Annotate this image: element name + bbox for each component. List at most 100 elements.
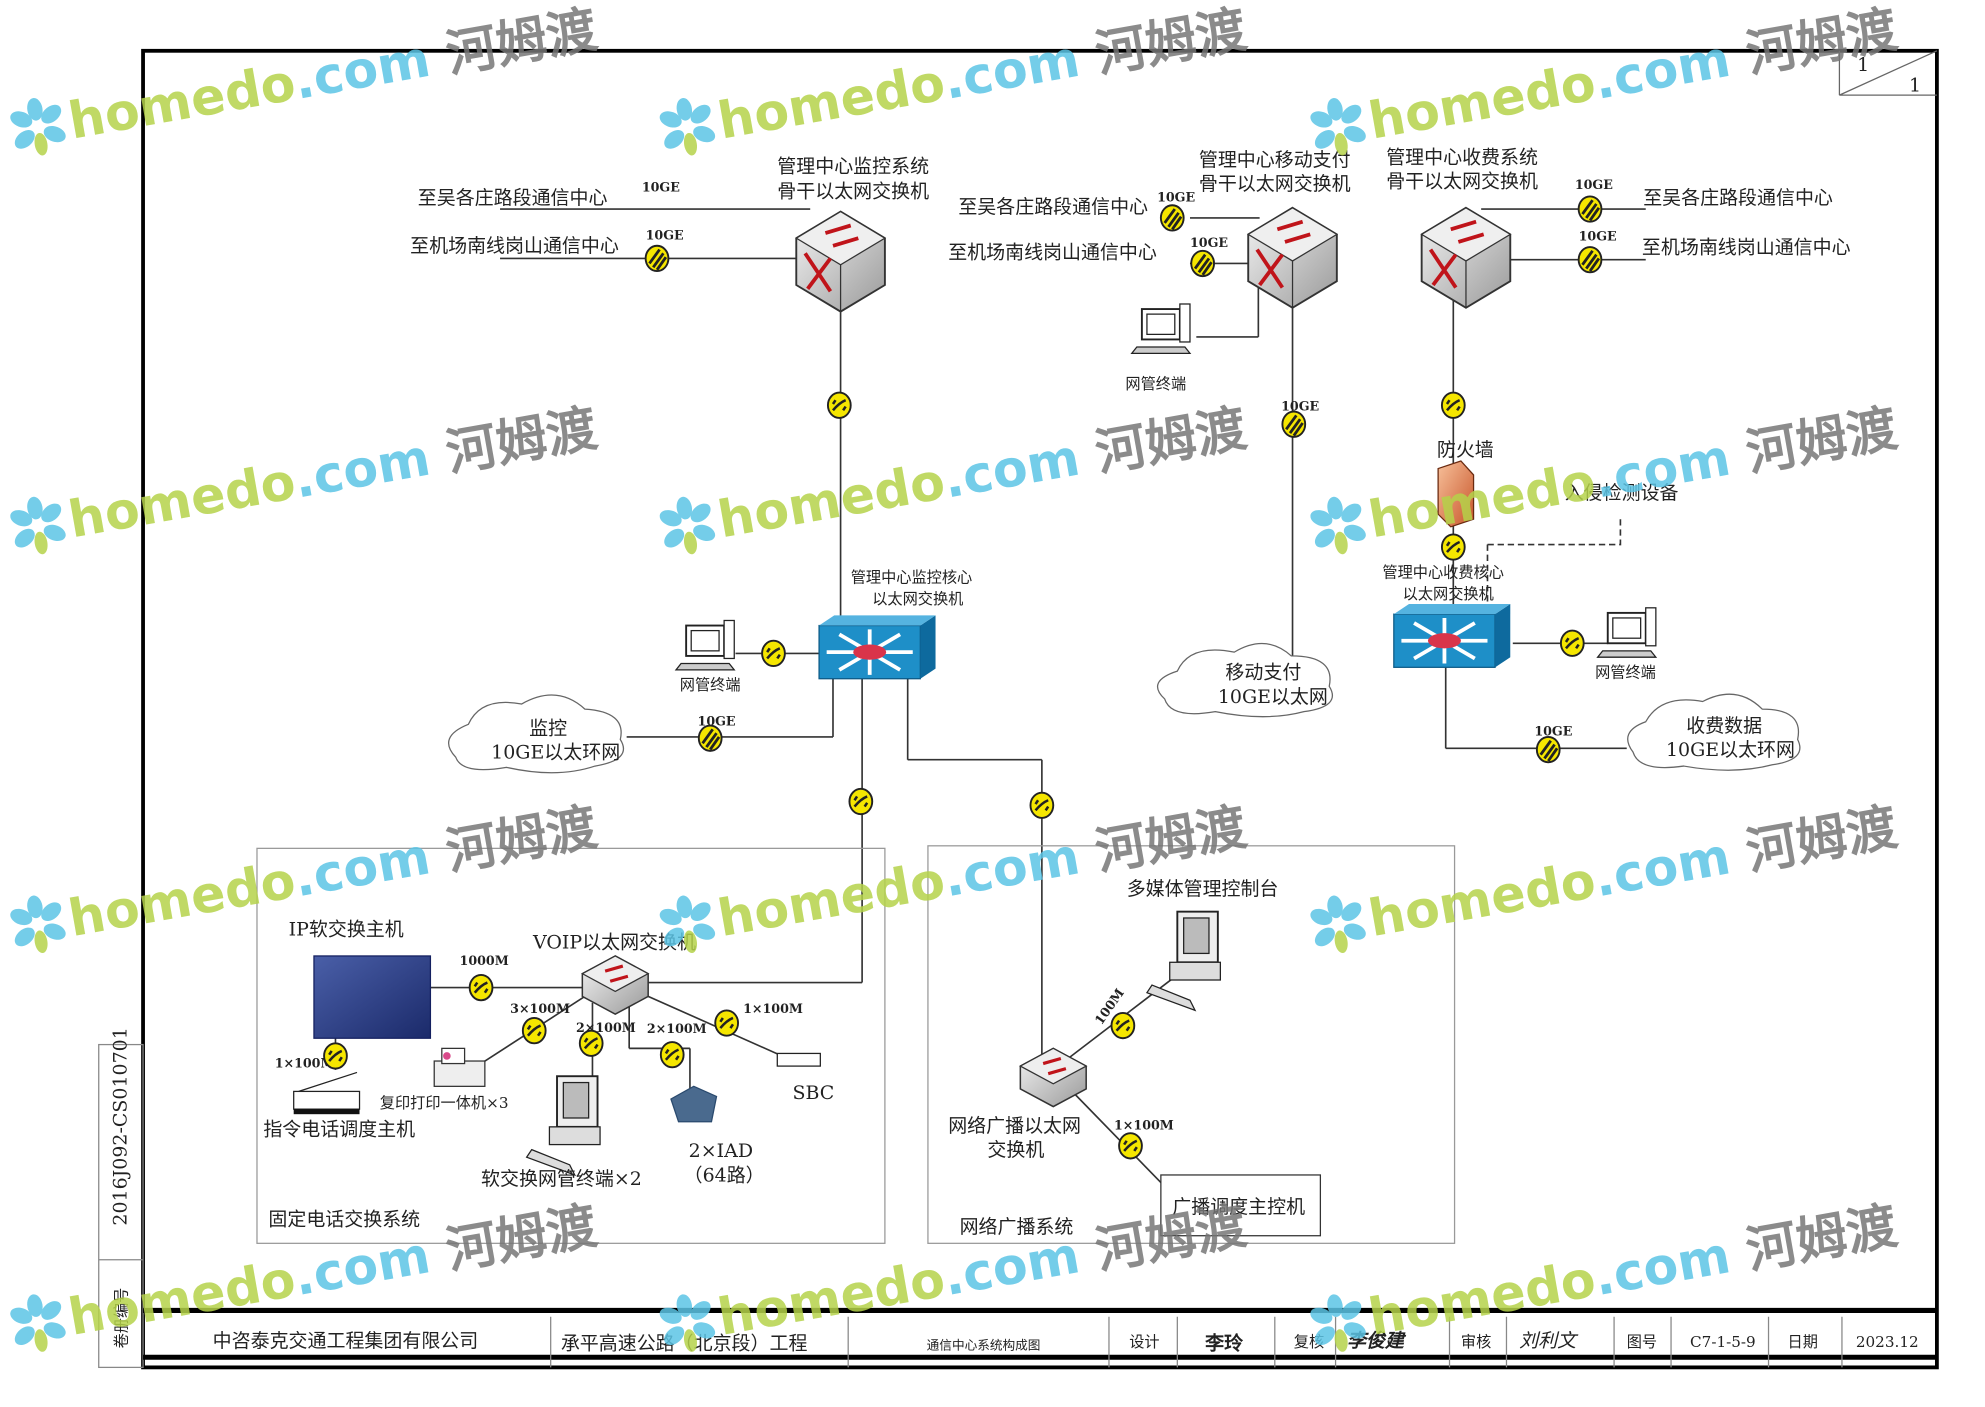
port-10ge-icon	[1577, 194, 1603, 224]
monitor-core-switch[interactable]: 管理中心监控核心 以太网交换机	[817, 569, 973, 681]
voip-switch-label: VOIP以太网交换机	[532, 931, 696, 953]
voip-switch[interactable]: VOIP以太网交换机	[532, 931, 696, 1016]
firewall[interactable]: 防火墙	[1437, 439, 1494, 528]
cloud-label-2: 10GE以太网	[1218, 686, 1328, 708]
company-name: 中咨泰克交通工程集团有限公司	[213, 1330, 479, 1352]
nms-terminal-label: 网管终端	[680, 676, 741, 694]
group-fixed-phone-label: 固定电话交换系统	[268, 1209, 420, 1231]
monitor-core-label-2: 以太网交换机	[872, 590, 963, 608]
iad-label-1: 2×IAD	[689, 1140, 753, 1162]
ip-softswitch-host[interactable]: IP软交换主机	[289, 919, 432, 1039]
printer-icon	[433, 1060, 486, 1087]
cloud-mobile-payment: 移动支付 10GE以太网	[1156, 642, 1334, 718]
watermark: homedo.com 河姆渡	[4, 0, 602, 161]
firewall-label: 防火墙	[1437, 439, 1494, 461]
monitor-backbone-switch[interactable]: 管理中心监控系统 骨干以太网交换机	[777, 155, 929, 314]
iad[interactable]: 2×IAD （64路）	[670, 1085, 765, 1186]
monitor-backbone-label-1: 管理中心监控系统	[777, 155, 929, 177]
ids-label: 入侵检测设备	[1565, 482, 1679, 504]
group-fixed-phone	[256, 847, 886, 1244]
port-icon	[659, 1040, 685, 1069]
workstation-icon	[525, 1075, 602, 1176]
toll-core-switch[interactable]: 管理中心收费核心 以太网交换机	[1382, 563, 1513, 670]
toll-backbone-switch[interactable]: 管理中心收费系统 骨干以太网交换机	[1386, 146, 1538, 310]
link-label: 3×100M	[510, 1001, 570, 1016]
firewall-icon	[1437, 460, 1475, 528]
port-icon	[848, 787, 874, 816]
mobile-backbone-switch[interactable]: 管理中心移动支付 骨干以太网交换机	[1199, 149, 1351, 310]
watermark: homedo.com 河姆渡	[653, 0, 1251, 161]
watermark: homedo.com 河姆渡	[653, 398, 1251, 560]
port-icon	[322, 1042, 349, 1070]
dispatch-host[interactable]: 指令电话调度主机	[263, 1071, 415, 1141]
core-switch-icon	[1391, 602, 1513, 670]
computer-icon	[1596, 606, 1657, 659]
monitor-backbone-label-2: 骨干以太网交换机	[777, 181, 929, 203]
port-icon	[578, 1029, 604, 1058]
cloud-label-1: 移动支付	[1225, 662, 1301, 684]
nms-terminal-monitor[interactable]: 网管终端	[675, 619, 741, 694]
sbc[interactable]: SBC	[776, 1052, 834, 1104]
port-icon	[1440, 391, 1466, 420]
printer-label: 复印打印一体机×3	[380, 1094, 509, 1112]
dest-wugezhuang-2: 至吴各庄路段通信中心	[958, 196, 1148, 218]
core-switch-icon	[817, 613, 938, 681]
watermark: homedo.com 河姆渡	[4, 398, 602, 560]
port-icon	[1559, 629, 1585, 658]
dispatch-device-icon	[293, 1090, 361, 1110]
nms-terminal-toll[interactable]: 网管终端	[1595, 606, 1657, 682]
nms-terminal-label: 网管终端	[1595, 663, 1656, 681]
broadcast-master-box	[1160, 1174, 1322, 1237]
printer[interactable]: 复印打印一体机×3	[380, 1047, 509, 1112]
volume-number: 2016J092-CS010701	[110, 1027, 132, 1225]
multimedia-console-label: 多媒体管理控制台	[1127, 878, 1279, 900]
link-label: 2×100M	[647, 1021, 707, 1036]
broadcast-switch[interactable]: 网络广播以太网 交换机	[948, 1046, 1088, 1161]
watermark-text: homedo.com 河姆渡	[1364, 0, 1902, 151]
switch-icon	[1246, 205, 1339, 310]
port-10ge-icon	[697, 724, 723, 753]
link-label: 10GE	[1579, 229, 1617, 244]
page-total: 1	[1909, 74, 1921, 96]
approve-signature: 刘利文	[1519, 1330, 1579, 1352]
nms-terminal-mobile[interactable]: 网管终端	[1125, 303, 1191, 393]
page-current: 1	[1857, 54, 1869, 76]
broadcast-master[interactable]: 广播调度主控机	[1160, 1174, 1322, 1237]
watermark-flower-icon	[1304, 491, 1372, 560]
ip-softswitch-label: IP软交换主机	[289, 919, 404, 941]
port-10ge-icon	[1535, 735, 1562, 764]
dest-airport-1: 至机场南线岗山通信中心	[410, 235, 619, 257]
multimedia-console[interactable]: 多媒体管理控制台	[1127, 878, 1279, 1012]
computer-icon	[675, 619, 736, 671]
port-icon	[760, 639, 787, 668]
dest-wugezhuang-1: 至吴各庄路段通信中心	[418, 187, 608, 209]
link-label: 1000M	[460, 953, 509, 968]
link-label: 10GE	[1575, 177, 1613, 192]
link-label: 10GE	[1534, 724, 1572, 739]
dest-wugezhuang-3: 至吴各庄路段通信中心	[1643, 187, 1833, 209]
dispatch-host-label: 指令电话调度主机	[263, 1119, 415, 1141]
nms-terminal-label: 网管终端	[1125, 375, 1186, 393]
softswitch-terminal-label: 软交换网管终端×2	[481, 1168, 642, 1190]
dest-airport-2: 至机场南线岗山通信中心	[948, 241, 1157, 263]
watermark-flower-icon	[4, 1289, 72, 1357]
watermark-text: homedo.com 河姆渡	[713, 0, 1251, 151]
port-icon	[1110, 1011, 1136, 1040]
monitor-core-label-1: 管理中心监控核心	[851, 569, 973, 587]
link-label: 1×100M	[743, 1001, 803, 1016]
sbc-label: SBC	[792, 1082, 834, 1104]
link-label: 10GE	[1157, 189, 1195, 204]
watermark-flower-icon	[4, 491, 72, 560]
port-icon	[1117, 1131, 1144, 1160]
watermark-flower-icon	[1304, 890, 1372, 958]
cloud-label-1: 监控	[529, 717, 567, 739]
port-10ge-icon	[1189, 249, 1216, 278]
group-broadcast-label: 网络广播系统	[960, 1216, 1074, 1238]
link-label: 10GE	[1190, 235, 1228, 250]
cloud-label-2: 10GE以太环网	[1666, 739, 1795, 761]
link-label: 1×100M	[275, 1055, 335, 1070]
watermark-text: homedo.com 河姆渡	[713, 398, 1251, 549]
softswitch-terminal[interactable]: 软交换网管终端×2	[481, 1075, 642, 1190]
